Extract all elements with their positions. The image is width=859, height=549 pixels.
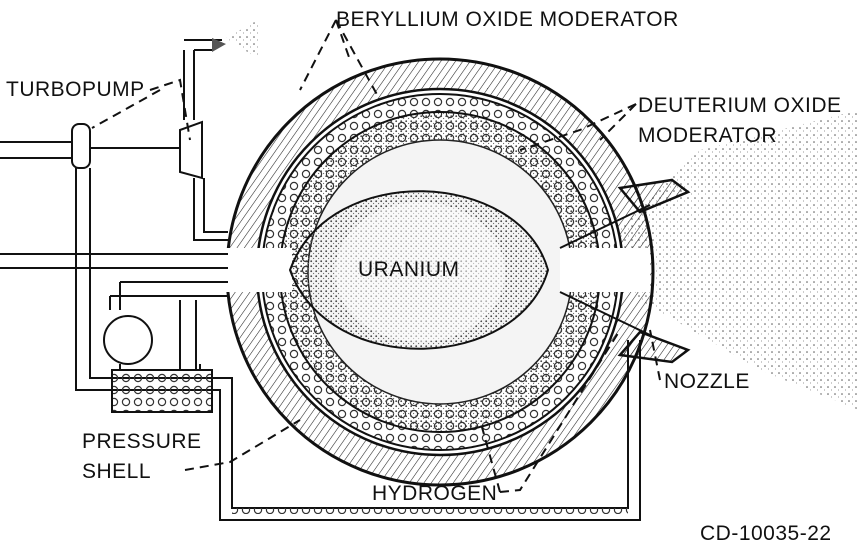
label-pressure-1: PRESSURE — [82, 430, 202, 453]
label-pressure-2: SHELL — [82, 460, 151, 483]
label-deuterium-1: DEUTERIUM OXIDE — [638, 94, 842, 117]
label-turbopump: TURBOPUMP — [6, 78, 145, 101]
label-hydrogen: HYDROGEN — [372, 482, 497, 505]
label-nozzle: NOZZLE — [664, 370, 750, 393]
label-deuterium-2: MODERATOR — [638, 124, 777, 147]
label-beryllium: BERYLLIUM OXIDE MODERATOR — [336, 8, 679, 31]
figure-id: CD-10035-22 — [700, 522, 832, 545]
vent-plume — [226, 20, 260, 60]
label-uranium: URANIUM — [358, 258, 460, 281]
